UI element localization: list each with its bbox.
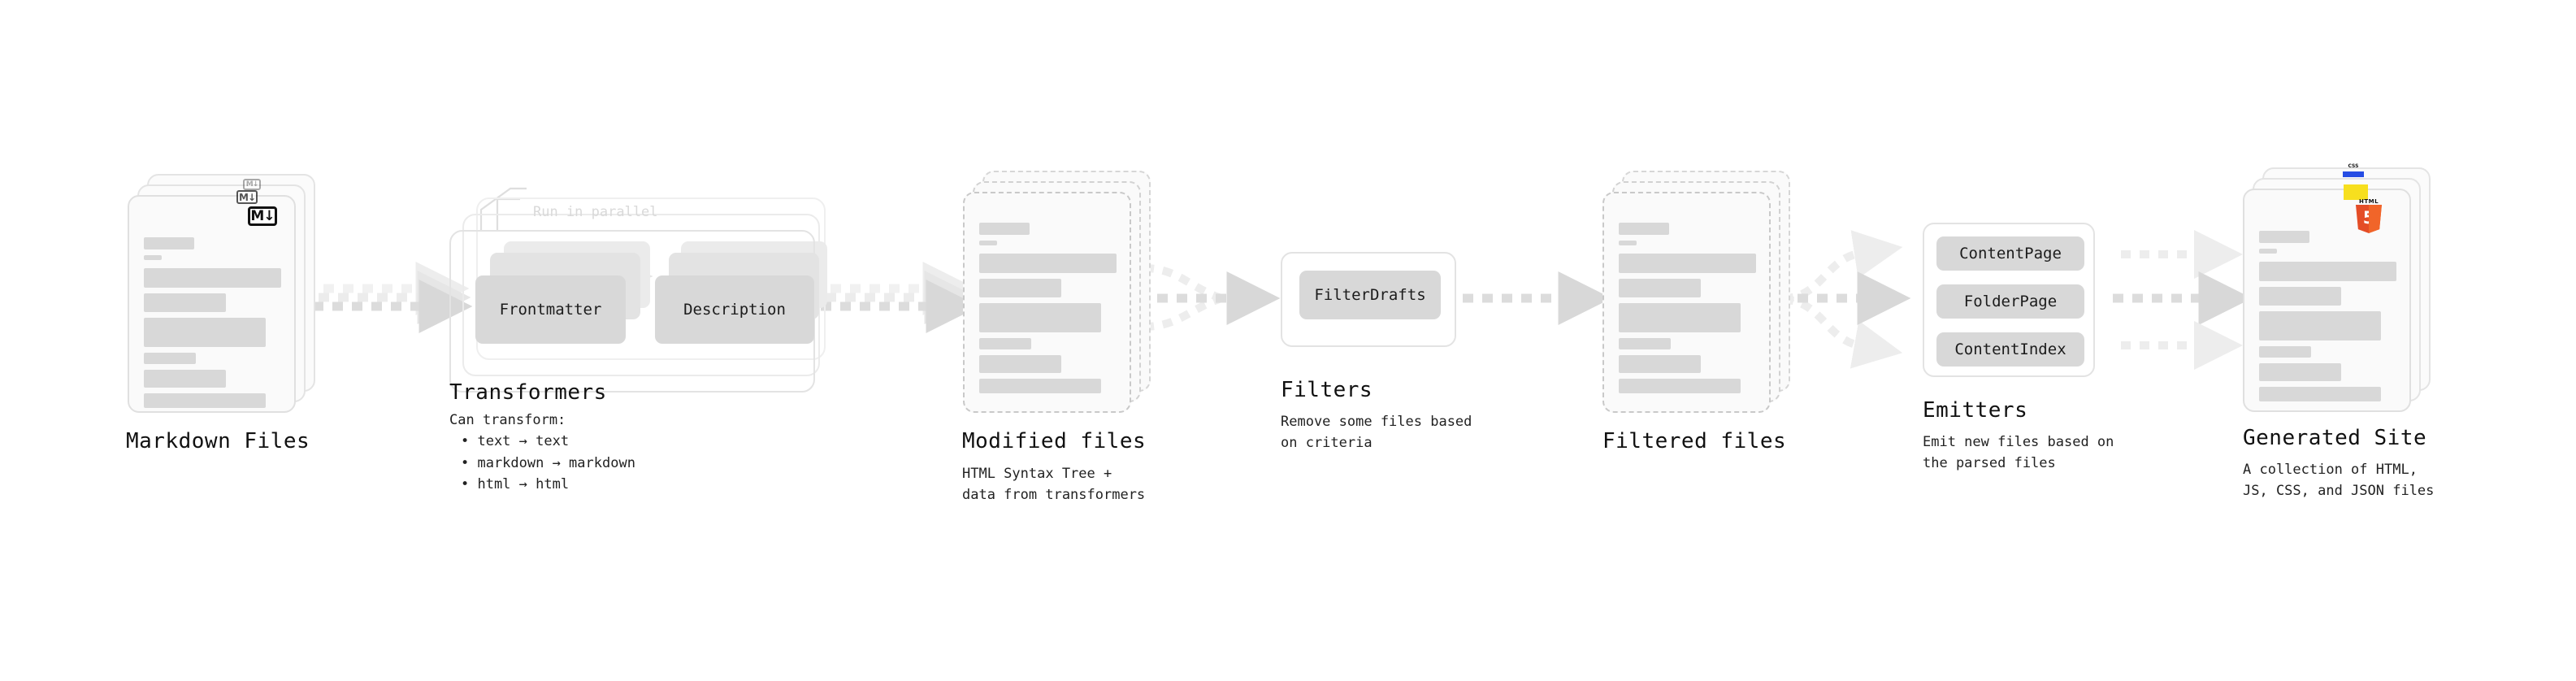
placeholder-line [144,237,194,249]
stage-title-emitters: Emitters [1923,398,2028,423]
placeholder-line [1619,254,1756,273]
placeholder-line [1619,379,1741,393]
markdown-icon-back: M↓ [243,179,261,190]
css3-label: CSS [2348,163,2359,169]
html5-number: 5 [2362,208,2375,228]
placeholder-line [979,379,1102,393]
placeholder-line [2259,262,2396,281]
emitters-desc-line: Emit new files based on [1923,434,2114,450]
transformers-desc-line: • html → html [461,476,570,493]
markdown-files-stack: M↓ M↓ M↓ [128,174,315,414]
css3-icon: CSS [2343,164,2364,177]
generated-site-desc-line: JS, CSS, and JSON files [2243,483,2435,500]
filters-desc-line: Remove some files based [1281,414,1472,430]
js-square [2344,184,2368,200]
filters-card: FilterDrafts [1281,252,1456,347]
run-in-parallel-note: Run in parallel [533,204,658,220]
stage-title-transformers: Transformers [449,380,607,405]
placeholder-line [2259,311,2382,340]
placeholder-line [979,355,1062,373]
placeholder-line [979,338,1032,349]
html5-shield-wrap: HTML 5 [2355,198,2383,234]
placeholder-line [2259,387,2382,401]
placeholder-line [979,241,997,245]
emitter-node-contentpage[interactable]: ContentPage [1936,236,2084,271]
placeholder-line [144,370,227,388]
modified-desc-line: data from transformers [962,487,1146,504]
placeholder-line [144,318,267,347]
generated-site-desc-line: A collection of HTML, [2243,462,2418,478]
placeholder-line [1619,355,1702,373]
transformers-desc-line: • markdown → markdown [461,454,635,471]
markdown-glyph: M↓ [248,206,277,226]
placeholder-line [2259,346,2312,358]
html5-shield: 5 [2356,205,2382,233]
html5-icon: HTML 5 [2355,198,2383,234]
modified-desc-line: HTML Syntax Tree + [962,466,1112,482]
file-content-placeholder [1619,223,1756,399]
transformer-card-front [449,230,815,393]
file-content-placeholder [144,237,281,414]
markdown-glyph: M↓ [236,190,258,204]
emitters-description: Emit new files based on the parsed files [1923,432,2114,475]
modified-files-description: HTML Syntax Tree + data from transformer… [962,463,1145,506]
transformers-stack: Frontmatter Description [449,197,831,393]
markdown-icon-mid: M↓ [236,190,258,204]
placeholder-line [1619,338,1672,349]
filters-description: Remove some files based on criteria [1281,411,1472,454]
css3-bar: CSS [2343,164,2364,177]
emitters-card: ContentPage FolderPage ContentIndex [1923,223,2095,377]
placeholder-line [144,393,267,408]
html5-wordmark: HTML [2358,198,2379,205]
filter-node-filterdrafts[interactable]: FilterDrafts [1299,271,1441,319]
transformers-description: Can transform: • text → text • markdown … [449,410,635,495]
placeholder-line [144,293,227,312]
generated-site-stack: CSS HTML 5 [2243,164,2431,412]
placeholder-line [979,279,1062,297]
stage-title-filtered-files: Filtered files [1602,429,1787,453]
placeholder-line [1619,303,1741,332]
placeholder-line [1619,223,1669,235]
arrow-emitters-to-site [2113,230,2253,370]
transformers-desc-line: • text → text [461,433,570,450]
transformer-node-description[interactable]: Description [655,275,814,344]
file-content-placeholder [2259,231,2396,407]
arrow-markdown-to-transformers [313,262,473,333]
stage-title-filters: Filters [1281,378,1373,402]
placeholder-line [144,255,162,260]
placeholder-line [2259,363,2342,381]
placeholder-line [979,303,1102,332]
emitters-desc-line: the parsed files [1923,455,2056,472]
placeholder-line [979,254,1117,273]
placeholder-line [2259,287,2342,306]
placeholder-line [144,353,197,364]
filtered-files-stack [1602,171,1790,413]
stage-title-markdown-files: Markdown Files [126,429,310,453]
stage-title-modified-files: Modified files [962,429,1147,453]
markdown-icon: M↓ [248,206,277,226]
transformers-desc-line: Can transform: [449,412,566,428]
filters-desc-line: on criteria [1281,435,1373,452]
generated-site-description: A collection of HTML, JS, CSS, and JSON … [2243,459,2434,502]
placeholder-line [979,223,1030,235]
placeholder-line [2259,249,2277,254]
arrow-transformers-to-modified [821,262,980,333]
markdown-glyph: M↓ [243,179,261,190]
placeholder-line [144,268,281,288]
emitter-node-contentindex[interactable]: ContentIndex [1936,332,2084,367]
transformer-node-frontmatter[interactable]: Frontmatter [475,275,626,344]
placeholder-line [1619,241,1637,245]
modified-files-stack [963,171,1151,413]
arrow-modified-to-filters [1138,264,1281,331]
arrow-filtered-to-emitters [1778,230,1911,369]
emitter-node-folderpage[interactable]: FolderPage [1936,284,2084,319]
placeholder-line [1619,279,1702,297]
placeholder-line [2259,231,2309,243]
js-icon [2344,184,2368,200]
stage-title-generated-site: Generated Site [2243,426,2427,450]
file-content-placeholder [979,223,1117,399]
